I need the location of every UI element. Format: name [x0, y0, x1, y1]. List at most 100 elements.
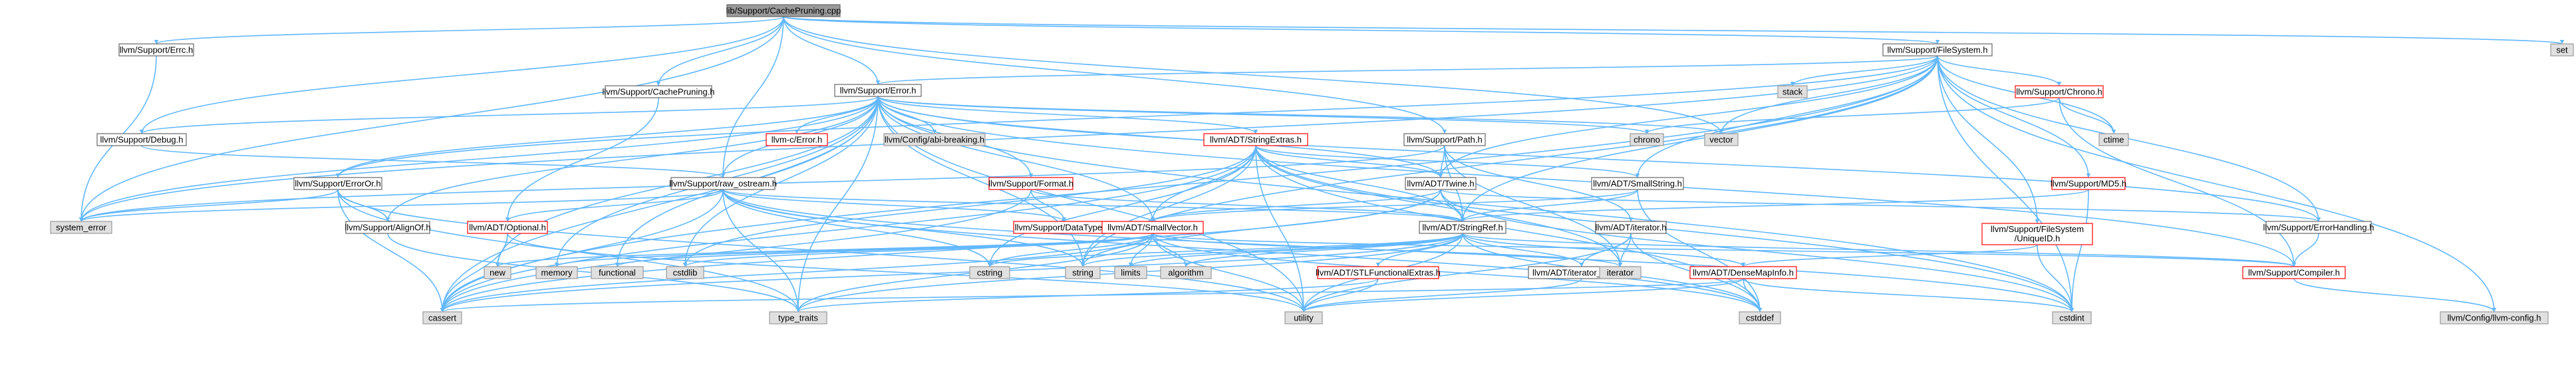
node-config: llvm/Config/llvm-config.h [2440, 311, 2549, 324]
edge-cp_cpp-to-path [783, 16, 1445, 134]
edge-debug-to-rawos [141, 145, 724, 178]
node-erroror[interactable]: llvm/Support/ErrorOr.h [293, 177, 382, 190]
node-densemap[interactable]: llvm/ADT/DenseMapInfo.h [1689, 266, 1797, 279]
node-errc[interactable]: llvm/Support/Errc.h [118, 43, 194, 57]
node-path[interactable]: llvm/Support/Path.h [1403, 133, 1486, 146]
edge-cp_cpp-to-fs [783, 16, 1938, 45]
node-box [1591, 177, 1684, 190]
node-label: llvm/Support/Format.h [988, 179, 1073, 189]
edge-arrowhead [78, 217, 84, 221]
edge-arrowhead [1757, 308, 1763, 312]
node-box [1203, 133, 1308, 146]
edge-smallstr-to-cstddef [1637, 189, 1761, 313]
edge-error-to-chrono [877, 96, 1647, 134]
node-label: cassert [428, 313, 456, 323]
node-optional[interactable]: llvm/ADT/Optional.h [467, 221, 548, 234]
edge-arrowhead [1150, 217, 1155, 221]
node-label: lib/Support/CachePruning.cpp [726, 6, 841, 16]
node-fs[interactable]: llvm/Support/FileSystem.h [1882, 43, 1993, 57]
edge-smallvec-to-cstring [989, 233, 1153, 267]
node-cph[interactable]: llvm/Support/CachePruning.h [602, 85, 715, 98]
edge-densemap-to-cstdint [1743, 278, 2073, 313]
node-md5[interactable]: llvm/Support/MD5.h [2051, 177, 2126, 190]
node-label: cstdlib [673, 268, 698, 278]
node-syserr: system_error [50, 221, 112, 234]
node-box [2265, 221, 2372, 234]
node-label: llvm/Support/ErrorOr.h [295, 179, 380, 189]
node-box [2440, 311, 2549, 324]
node-strext[interactable]: llvm/ADT/StringExtras.h [1203, 133, 1308, 146]
node-chrono_h[interactable]: llvm/Support/Chrono.h [2015, 85, 2104, 98]
node-label: set [2556, 45, 2568, 55]
edge-stringref-to-cstring [989, 233, 1463, 267]
node-label: functional [599, 268, 636, 278]
node-cp_cpp[interactable]: lib/Support/CachePruning.cpp [726, 4, 841, 17]
edge-format-to-cassert [442, 189, 1032, 313]
node-utility: utility [1284, 311, 1323, 324]
node-alignof[interactable]: llvm/Support/AlignOf.h [345, 221, 431, 234]
node-set: set [2550, 43, 2574, 57]
node-iterh[interactable]: llvm/ADT/iterator.h [1595, 221, 1667, 234]
node-stlfunc[interactable]: llvm/ADT/STLFunctionalExtras.h [1316, 266, 1441, 279]
node-label: llvm/Support/Compiler.h [2248, 268, 2340, 278]
edge-fs-to-cstdint [1937, 55, 2073, 313]
node-box [726, 4, 841, 17]
node-memory: memory [535, 266, 578, 279]
edge-arrowhead [1579, 263, 1584, 267]
node-label: memory [541, 268, 573, 278]
node-debug[interactable]: llvm/Support/Debug.h [96, 133, 187, 146]
node-box [670, 177, 776, 190]
node-smallvec[interactable]: llvm/ADT/SmallVector.h [1101, 221, 1204, 234]
edge-arrowhead [1301, 308, 1306, 312]
node-label: llvm/Support/FileSystem.h [1888, 45, 1988, 55]
node-twine[interactable]: llvm/ADT/Twine.h [1405, 177, 1477, 190]
node-algorithm: algorithm [1160, 266, 1212, 279]
edge-strext-to-smallvec [1152, 145, 1256, 222]
edge-arrowhead [794, 129, 799, 134]
edge-arrowhead [1128, 263, 1133, 267]
edge-erroror-to-syserr [80, 189, 339, 222]
edge-format-to-datatypes [1030, 189, 1065, 222]
edge-arrowhead [656, 81, 661, 86]
node-errhandling[interactable]: llvm/Support/ErrorHandling.h [2263, 221, 2374, 234]
node-format[interactable]: llvm/Support/Format.h [988, 177, 1073, 190]
node-rawos[interactable]: llvm/Support/raw_ostream.h [669, 177, 777, 190]
node-cerror[interactable]: llvm-c/Error.h [766, 133, 828, 146]
node-uniqueid[interactable]: llvm/Support/FileSystem/UniqueID.hllvm/S… [1981, 223, 2093, 245]
edge-twine-to-stringref [1440, 189, 1463, 222]
node-box [969, 266, 1010, 279]
node-stringref[interactable]: llvm/ADT/StringRef.h [1419, 221, 1506, 234]
edge-arrowhead [1935, 39, 1940, 44]
node-label: llvm/ADT/StringRef.h [1422, 223, 1503, 233]
node-label: llvm/Support/Errc.h [120, 45, 194, 55]
node-label: llvm/Config/abi-breaking.h [885, 135, 984, 145]
edge-stringref-to-cassert [442, 233, 1463, 313]
node-label: new [490, 268, 505, 278]
edge-arrowhead [2057, 81, 2062, 86]
node-error[interactable]: llvm/Support/Error.h [834, 84, 922, 97]
node-box [1160, 266, 1212, 279]
node-smallstr[interactable]: llvm/ADT/SmallString.h [1591, 177, 1684, 190]
node-box [883, 133, 986, 146]
node-box [1403, 133, 1486, 146]
edge-arrowhead [1375, 263, 1381, 267]
node-box [2051, 177, 2126, 190]
node-datatypes[interactable]: llvm/Support/DataTypes.h [1013, 221, 1115, 234]
node-stack: stack [1777, 85, 1808, 98]
edge-error-to-compiler [877, 96, 2295, 267]
node-label: llvm/Support/DataTypes.h [1015, 223, 1114, 233]
node-label: iterator [1607, 268, 1634, 278]
edge-arrowhead [875, 80, 881, 84]
edge-error-to-erroror [337, 96, 879, 178]
edge-arrowhead [154, 39, 159, 44]
edge-arrowhead [2035, 219, 2040, 223]
edge-strext-to-cassert [442, 145, 1256, 313]
node-label: limits [1121, 268, 1141, 278]
node-typetraits: type_traits [769, 311, 827, 324]
node-box [1981, 223, 2093, 245]
node-label: llvm/Support/Error.h [840, 86, 917, 96]
node-label: vector [1709, 135, 1733, 145]
node-compiler[interactable]: llvm/Support/Compiler.h [2242, 266, 2346, 279]
node-label: llvm/ADT/SmallString.h [1593, 179, 1682, 189]
node-box [1599, 266, 1642, 279]
